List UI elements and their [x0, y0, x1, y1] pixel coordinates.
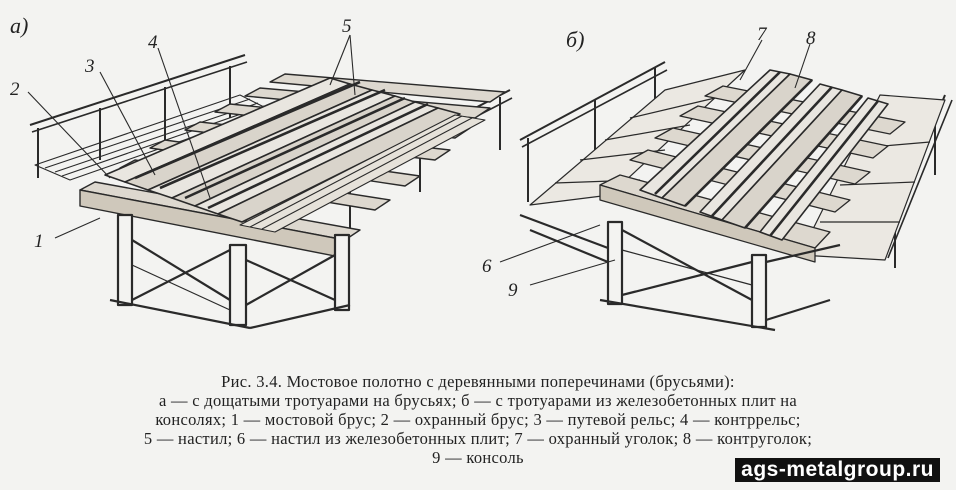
caption-line-1: а — с дощатыми тротуарами на брусьях; б …: [158, 391, 798, 410]
caption-line-3: 5 — настил; 6 — настил из железобетонных…: [143, 429, 813, 448]
truss-b: [519, 213, 841, 332]
label-a: а): [10, 13, 28, 38]
railing-a-far: [29, 54, 248, 178]
drawing-a: [29, 54, 513, 330]
rails-b: [639, 69, 889, 241]
label-8: 8: [806, 28, 816, 49]
label-7: 7: [757, 24, 768, 45]
truss-a: [109, 213, 351, 330]
label-5: 5: [342, 16, 352, 37]
walkway-a-near: [239, 114, 486, 233]
railing-b-far: [519, 61, 668, 202]
label-1: 1: [34, 231, 44, 252]
label-6: 6: [482, 256, 492, 277]
caption-line-4: 9 — консоль: [432, 448, 524, 467]
leader-lines: [27, 34, 811, 286]
caption-line-2: консолях; 1 — мостовой брус; 2 — охранны…: [155, 410, 801, 429]
figure-caption: Рис. 3.4. Мостовое полотно с деревянными…: [0, 372, 956, 467]
label-9: 9: [508, 280, 518, 301]
drawing-b: [519, 61, 953, 332]
walkway-a-far: [34, 94, 271, 181]
rails-a: [104, 77, 461, 223]
slab-walkway-b-far: [529, 69, 746, 206]
caption-title: Рис. 3.4. Мостовое полотно с деревянными…: [221, 372, 735, 391]
bridge-deck-drawings: а) б) 1 2 3 4 5 6 7 8 9: [10, 13, 953, 332]
watermark: ags-metalgroup.ru: [735, 458, 940, 482]
figure-labels: а) б) 1 2 3 4 5 6 7 8 9: [10, 13, 816, 301]
label-4: 4: [148, 32, 158, 53]
label-2: 2: [10, 79, 20, 100]
label-b: б): [566, 27, 584, 52]
label-3: 3: [84, 56, 95, 77]
